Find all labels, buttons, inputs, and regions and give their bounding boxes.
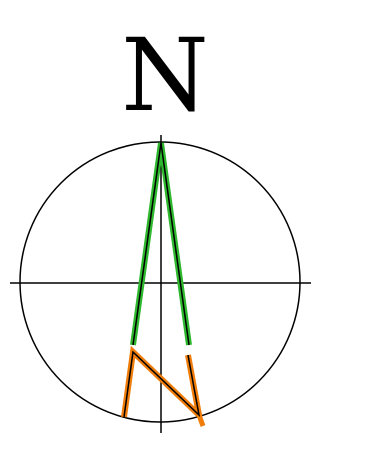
north-label: N (121, 17, 209, 134)
needle-tail (121, 345, 206, 427)
compass-needle (130, 142, 192, 346)
compass-circle (19, 141, 301, 423)
